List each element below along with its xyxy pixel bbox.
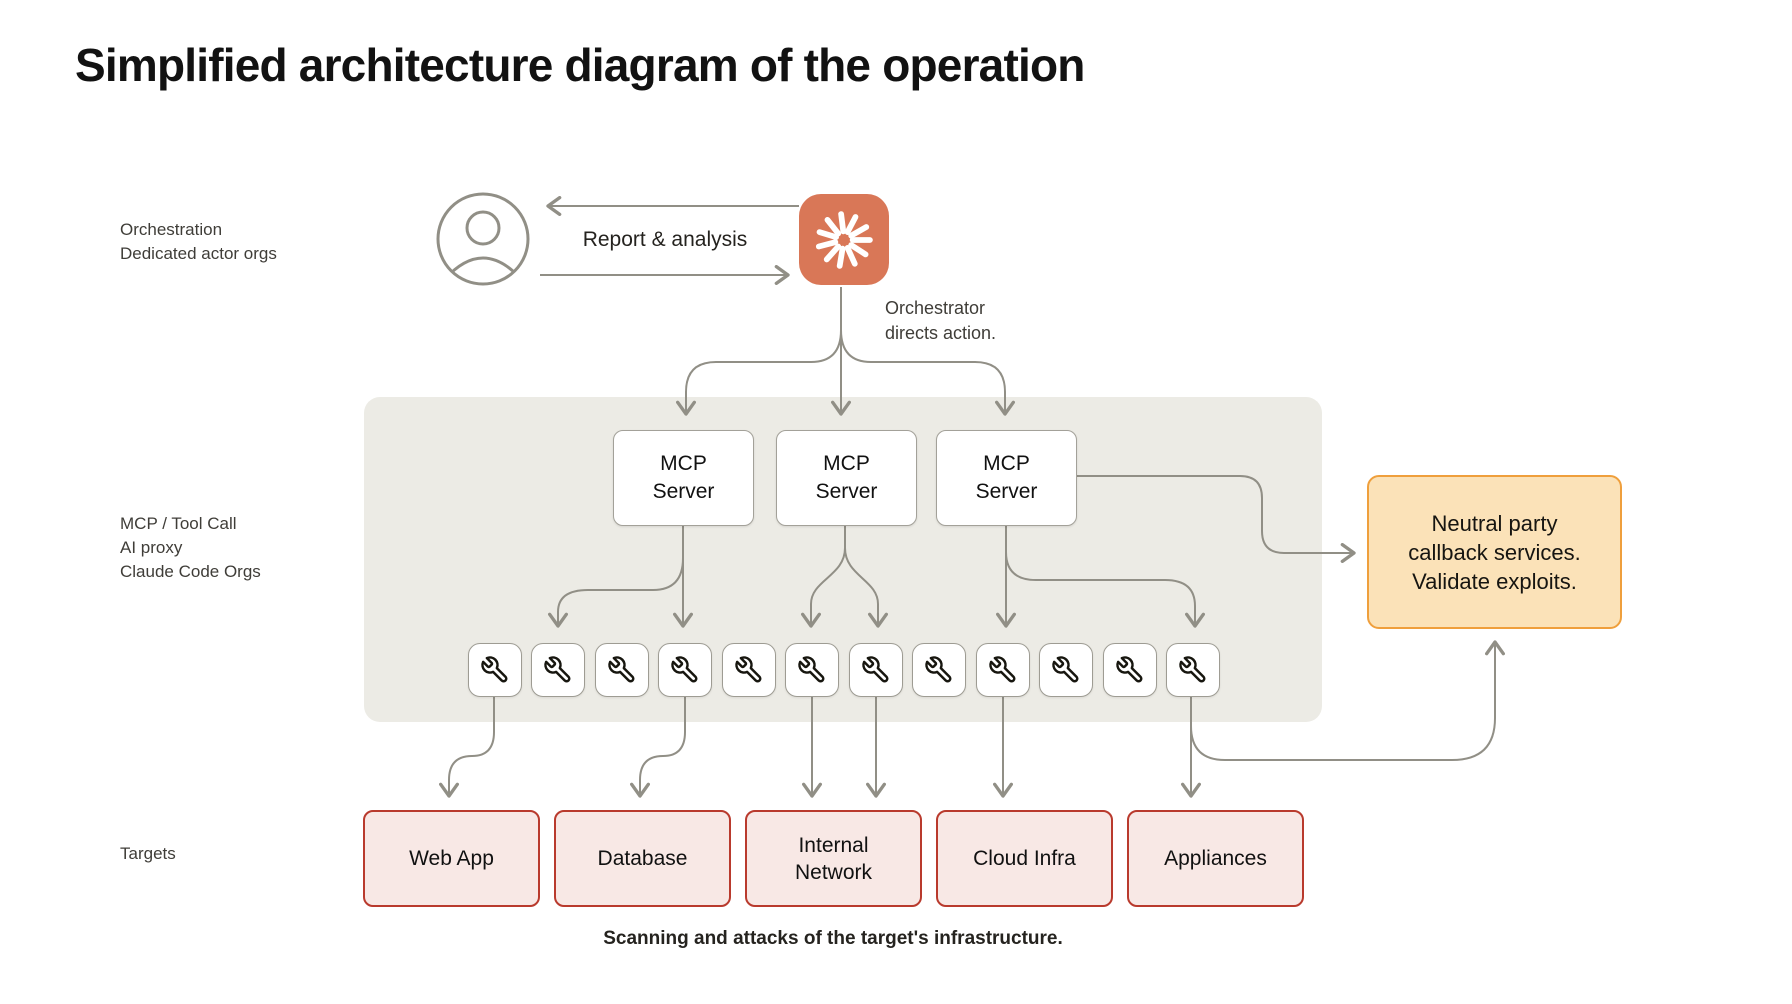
- wrench-icon: [785, 643, 840, 697]
- mcp-server-1-line2: Server: [652, 480, 715, 503]
- mcp-server-3-line2: Server: [975, 480, 1038, 503]
- wrench-icon: [721, 643, 776, 697]
- rail-label-mcp-layer: MCP / Tool Call AI proxy Claude Code Org…: [120, 512, 261, 584]
- wrench-icon: [594, 643, 649, 697]
- target-box-database: Database: [554, 810, 731, 907]
- mcp-server-box-1: MCP Server: [613, 430, 754, 526]
- target-box-web-app: Web App: [363, 810, 540, 907]
- wrench-icon: [531, 643, 586, 697]
- wrench-icon: [468, 643, 522, 697]
- mcp-server-box-3: MCP Server: [936, 430, 1077, 526]
- target-box-appliances: Appliances: [1127, 810, 1304, 907]
- mcp-server-2-line1: MCP: [823, 452, 870, 475]
- report-analysis-label: Report & analysis: [582, 228, 748, 251]
- orchestrator-directs-line2: directs action.: [885, 323, 997, 343]
- person-icon: [436, 192, 530, 286]
- mcp-server-3-line1: MCP: [983, 452, 1030, 475]
- tool-icons-row: [468, 643, 1220, 697]
- rail-label-mcp-line1: MCP / Tool Call: [120, 514, 237, 533]
- mcp-server-2-line2: Server: [815, 480, 878, 503]
- wrench-icon: [658, 643, 713, 697]
- orchestrator-directs-note: Orchestrator directs action.: [885, 296, 996, 346]
- wrench-icon: [1165, 643, 1220, 697]
- page-title: Simplified architecture diagram of the o…: [75, 39, 1085, 91]
- wrench-icon: [1102, 643, 1157, 697]
- rail-label-mcp-line2: AI proxy: [120, 538, 183, 557]
- claude-logo-icon: [799, 194, 889, 285]
- wrench-icon: [975, 643, 1030, 697]
- target-box-internal-network: Internal Network: [745, 810, 922, 907]
- neutral-party-line1: Neutral party: [1431, 510, 1558, 536]
- rail-label-mcp-line3: Claude Code Orgs: [120, 562, 261, 581]
- mcp-server-1-line1: MCP: [660, 452, 707, 475]
- wrench-icon: [1039, 643, 1094, 697]
- rail-label-orchestration-line2: Dedicated actor orgs: [120, 244, 277, 263]
- orchestrator-directs-line1: Orchestrator: [885, 298, 986, 318]
- wrench-icon: [848, 643, 903, 697]
- mcp-server-box-2: MCP Server: [776, 430, 917, 526]
- neutral-party-box: Neutral party callback services. Validat…: [1367, 475, 1622, 629]
- target-box-cloud-infra: Cloud Infra: [936, 810, 1113, 907]
- neutral-party-line2: callback services.: [1408, 539, 1581, 565]
- neutral-party-line3: Validate exploits.: [1412, 568, 1577, 594]
- diagram-caption: Scanning and attacks of the target's inf…: [603, 928, 1063, 949]
- wrench-icon: [912, 643, 967, 697]
- rail-label-orchestration: Orchestration Dedicated actor orgs: [120, 218, 277, 266]
- rail-label-targets: Targets: [120, 844, 176, 863]
- rail-label-orchestration-line1: Orchestration: [120, 220, 223, 239]
